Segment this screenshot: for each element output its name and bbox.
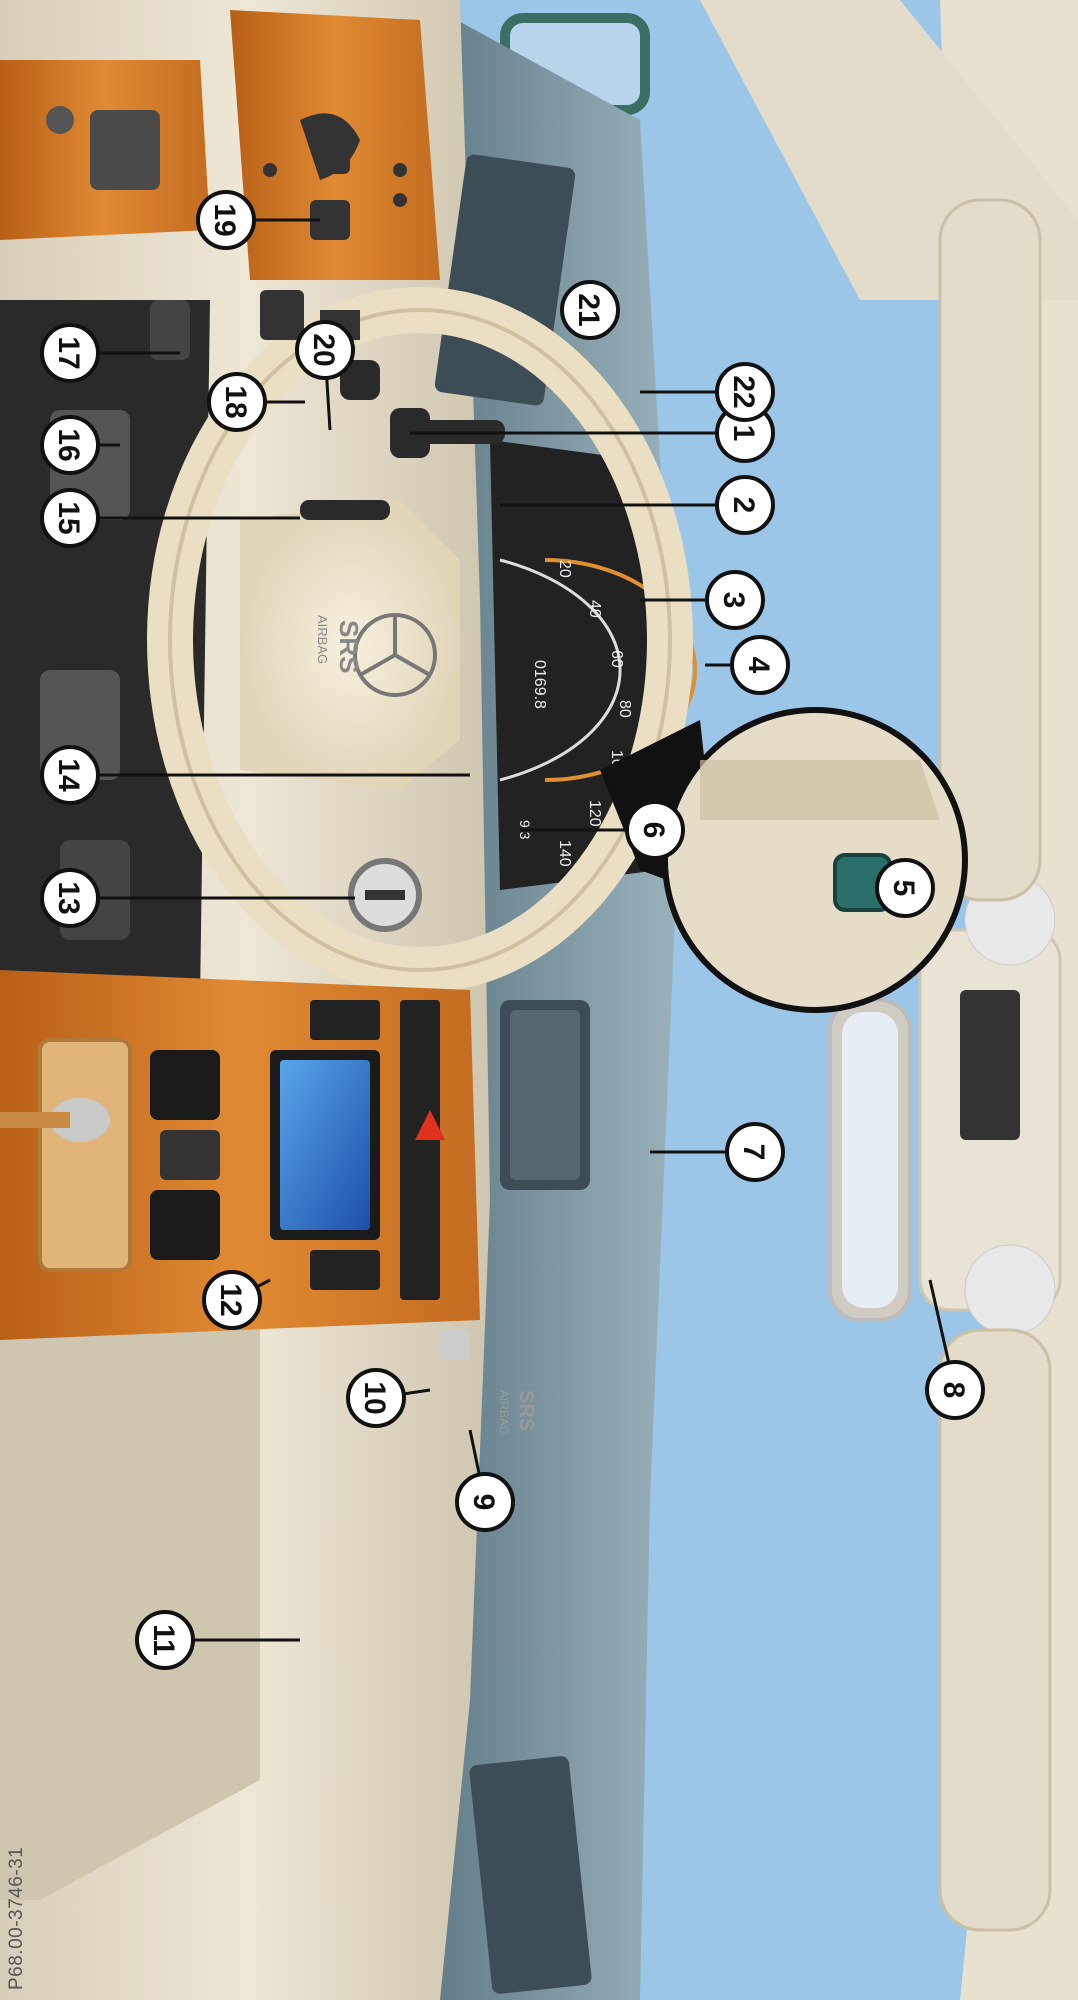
- side-vent-left: [469, 1756, 592, 1994]
- wheel-hub: [240, 500, 460, 790]
- callout-2: 2: [715, 475, 775, 535]
- callout-14: 14: [40, 745, 100, 805]
- callout-9: 9: [455, 1472, 515, 1532]
- svg-text:10: 10: [358, 1381, 391, 1414]
- comand-unit: [270, 1000, 445, 1300]
- svg-text:80: 80: [616, 700, 633, 718]
- callout-13: 13: [40, 868, 100, 928]
- svg-text:40: 40: [586, 600, 603, 618]
- svg-text:140: 140: [556, 840, 573, 867]
- sun-visor-left: [938, 198, 1042, 902]
- callout-10: 10: [346, 1368, 406, 1428]
- svg-text:2: 2: [727, 497, 760, 514]
- svg-text:16: 16: [52, 428, 85, 461]
- passenger-airbag-sub: AIRBAG: [497, 1390, 511, 1435]
- callout-15: 15: [40, 488, 100, 548]
- seat-adjust-switches: [263, 113, 407, 240]
- cruise-control-lever: [300, 500, 390, 520]
- hazard-switch-icon: [415, 1110, 445, 1140]
- rearview-mirror: [828, 998, 912, 1322]
- callout-6: 6: [625, 800, 685, 860]
- svg-text:21: 21: [572, 293, 605, 326]
- hood-release: [260, 290, 304, 340]
- svg-text:11: 11: [147, 1624, 180, 1656]
- svg-text:120: 120: [586, 800, 603, 827]
- figure-reference-code: P68.00-3746-31: [6, 1846, 27, 1990]
- ignition-key: [340, 360, 380, 400]
- display-screen: [280, 1060, 370, 1230]
- callout-20: 20: [295, 320, 355, 380]
- airbag-off-indicator: [440, 1330, 470, 1360]
- odometer-readout: 0169.8: [531, 660, 548, 709]
- sun-visor-right: [938, 1328, 1052, 1932]
- svg-text:22: 22: [727, 375, 760, 408]
- svg-text:20: 20: [307, 333, 340, 366]
- svg-text:19: 19: [208, 203, 241, 236]
- callout-16: 16: [40, 415, 100, 475]
- callout-4: 4: [730, 635, 790, 695]
- callout-8: 8: [925, 1360, 985, 1420]
- callout-18: 18: [207, 372, 267, 432]
- svg-text:13: 13: [52, 881, 85, 914]
- callout-1: 1: [715, 403, 775, 463]
- callout-12: 12: [202, 1270, 262, 1330]
- svg-text:5: 5: [887, 880, 920, 897]
- callout-21: 21: [560, 280, 620, 340]
- svg-text:15: 15: [52, 501, 85, 534]
- callout-19: 19: [196, 190, 256, 250]
- svg-text:4: 4: [742, 657, 775, 674]
- center-vents: [500, 1000, 590, 1190]
- svg-text:17: 17: [52, 336, 85, 369]
- svg-text:12: 12: [214, 1283, 247, 1316]
- gear-selector: [0, 1038, 132, 1272]
- svg-text:20: 20: [556, 560, 573, 578]
- svg-text:7: 7: [737, 1144, 770, 1161]
- callout-badges: 1 2 3 4 5 6 7 8 9 10 11 12 13 14 15 16 1…: [40, 190, 985, 1670]
- svg-text:8: 8: [937, 1382, 970, 1399]
- callout-22: 22: [715, 362, 775, 422]
- speedometer-ticks: 20 40 60 80 100 120 140: [556, 560, 633, 867]
- svg-text:18: 18: [219, 385, 252, 418]
- callout-11: 11: [135, 1610, 195, 1670]
- steering-wheel: SRS AIRBAG: [147, 287, 693, 993]
- callout-7: 7: [725, 1122, 785, 1182]
- ignition-lock: [348, 858, 422, 932]
- svg-text:60: 60: [608, 650, 625, 668]
- wheel-airbag-label: SRS: [334, 620, 364, 673]
- wheel-airbag-sub: AIRBAG: [315, 615, 330, 664]
- svg-text:3: 3: [717, 592, 750, 609]
- svg-text:9: 9: [467, 1494, 500, 1511]
- callout-5: 5: [875, 858, 935, 918]
- climate-controls: [150, 1050, 220, 1260]
- window-switches: [46, 106, 160, 190]
- passenger-airbag-label: SRS: [515, 1390, 537, 1431]
- callout-3: 3: [705, 570, 765, 630]
- svg-text:1: 1: [727, 425, 760, 442]
- svg-text:14: 14: [52, 758, 85, 792]
- svg-text:6: 6: [637, 822, 670, 839]
- callout-17: 17: [40, 323, 100, 383]
